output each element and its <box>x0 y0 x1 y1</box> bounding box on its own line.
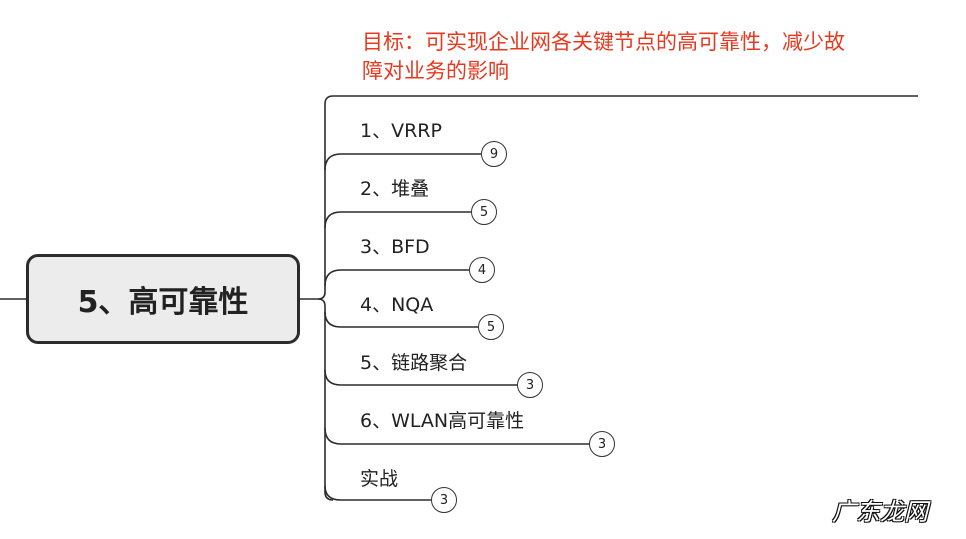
watermark-text: 广东龙网 <box>832 498 928 526</box>
branch-stack-count-badge[interactable]: 5 <box>471 199 497 225</box>
goal-line-1: 目标：可实现企业网各关键节点的高可靠性，减少故 <box>362 30 845 54</box>
branch-practice-count-badge[interactable]: 3 <box>431 487 457 513</box>
branch-nqa-count-badge[interactable]: 5 <box>478 314 504 340</box>
branch-vrrp[interactable]: 1、VRRP <box>360 120 442 142</box>
branch-2-line <box>324 211 471 229</box>
branch-practice[interactable]: 实战 <box>360 468 399 490</box>
branch-stack[interactable]: 2、堆叠 <box>360 178 430 200</box>
branch-vrrp-count-badge[interactable]: 9 <box>481 141 507 167</box>
branch-1-line <box>324 153 481 171</box>
branch-6-line <box>324 427 589 445</box>
root-node[interactable]: 5、高可靠性 <box>26 254 300 344</box>
branch-link-aggregation[interactable]: 5、链路聚合 <box>360 352 468 374</box>
goal-line-2: 障对业务的影响 <box>362 59 509 83</box>
trunk-upper <box>317 95 334 300</box>
trunk-lower <box>317 298 334 501</box>
branch-bfd[interactable]: 3、BFD <box>360 236 430 258</box>
branch-wlan-reliability-count-badge[interactable]: 3 <box>589 431 615 457</box>
branch-7-line <box>324 485 431 501</box>
branch-4-line <box>324 311 478 328</box>
branch-nqa[interactable]: 4、NQA <box>360 294 434 316</box>
branch-3-line <box>324 269 469 287</box>
branch-bfd-count-badge[interactable]: 4 <box>469 257 495 283</box>
root-title: 5、高可靠性 <box>77 285 249 320</box>
branch-wlan-reliability[interactable]: 6、WLAN高可靠性 <box>360 410 525 432</box>
branch-link-aggregation-count-badge[interactable]: 3 <box>517 372 543 398</box>
branch-5-line <box>324 369 517 386</box>
goal-note: 目标：可实现企业网各关键节点的高可靠性，减少故 障对业务的影响 <box>362 28 922 86</box>
